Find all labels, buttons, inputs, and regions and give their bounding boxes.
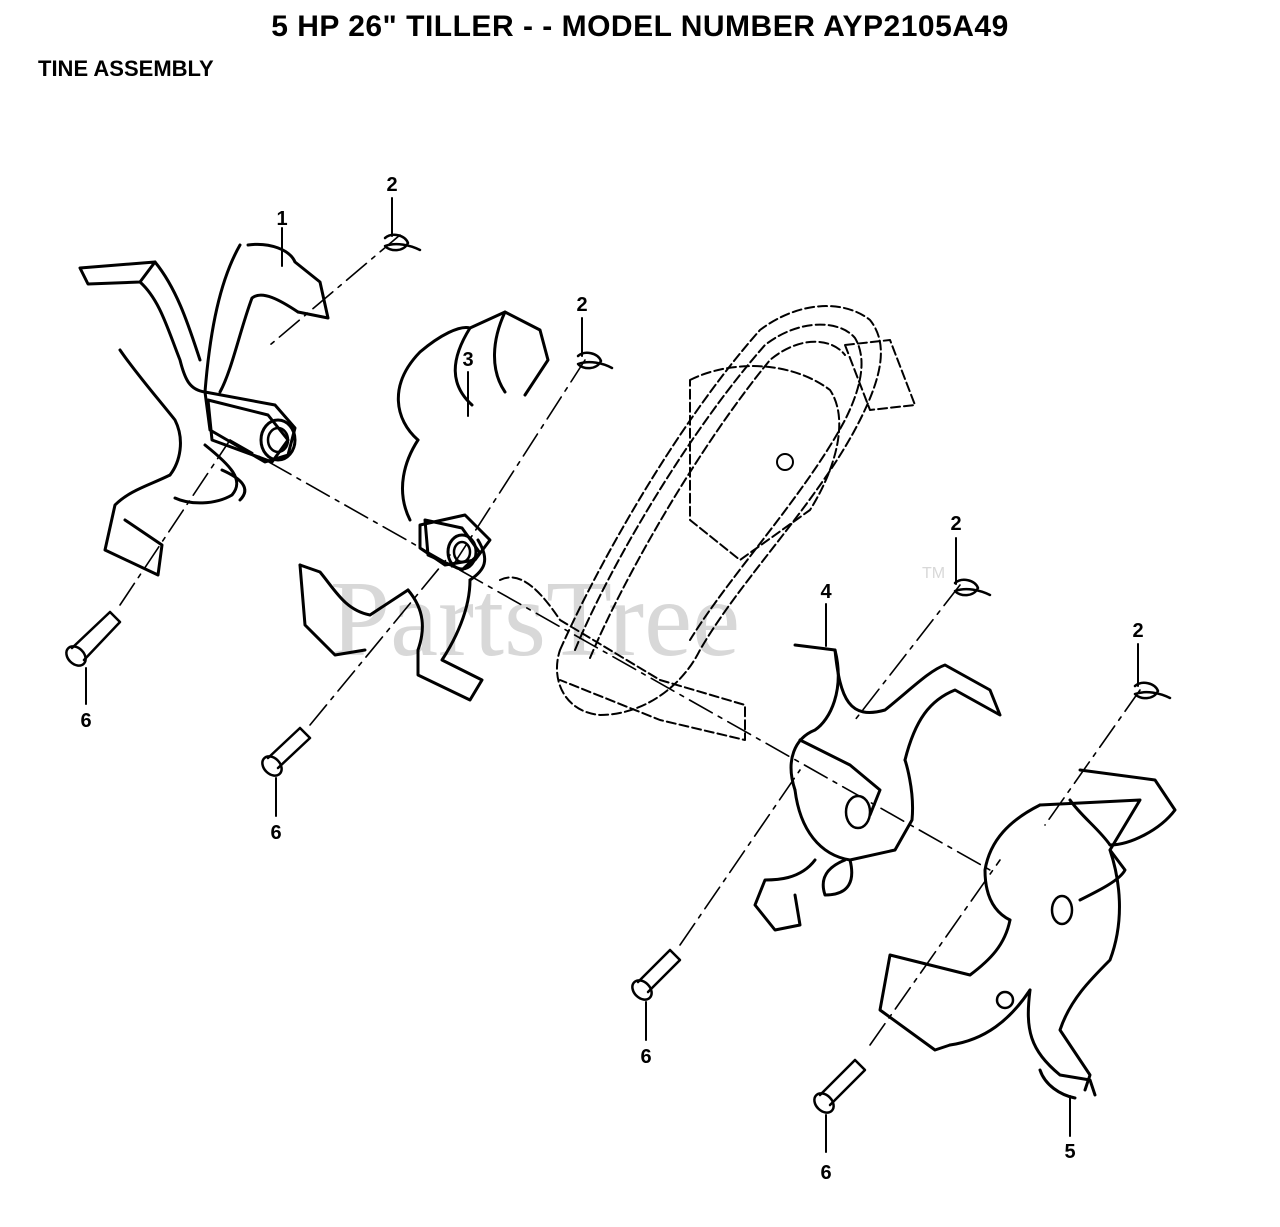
callout-2d: 2: [1132, 620, 1143, 642]
callout-2c: 2: [950, 513, 961, 535]
watermark: PartsTree: [330, 560, 740, 679]
callout-2a: 2: [386, 174, 397, 196]
hub-sleeves: [206, 398, 482, 572]
bolts: [65, 610, 867, 1114]
section-title: TINE ASSEMBLY: [38, 56, 214, 81]
tine-item-1: [78, 242, 330, 577]
callout-6a: 6: [80, 710, 91, 732]
callout-6b: 6: [270, 822, 281, 844]
callout-5: 5: [1064, 1141, 1075, 1163]
callout-6d: 6: [820, 1162, 831, 1184]
page-title: 5 HP 26" TILLER - - MODEL NUMBER AYP2105…: [271, 10, 1009, 43]
watermark-tm: TM: [922, 565, 945, 582]
leader-lines: [85, 197, 1139, 1153]
tine-shaft-housing: [499, 305, 916, 741]
callout-3: 3: [462, 349, 473, 371]
tine-item-4: [753, 643, 1002, 932]
callout-6c: 6: [640, 1046, 651, 1068]
tine-item-5: [878, 768, 1177, 1100]
callout-1: 1: [276, 208, 287, 230]
hairpin-pins: [383, 233, 1172, 700]
callout-4: 4: [820, 581, 832, 603]
callout-2b: 2: [576, 294, 587, 316]
